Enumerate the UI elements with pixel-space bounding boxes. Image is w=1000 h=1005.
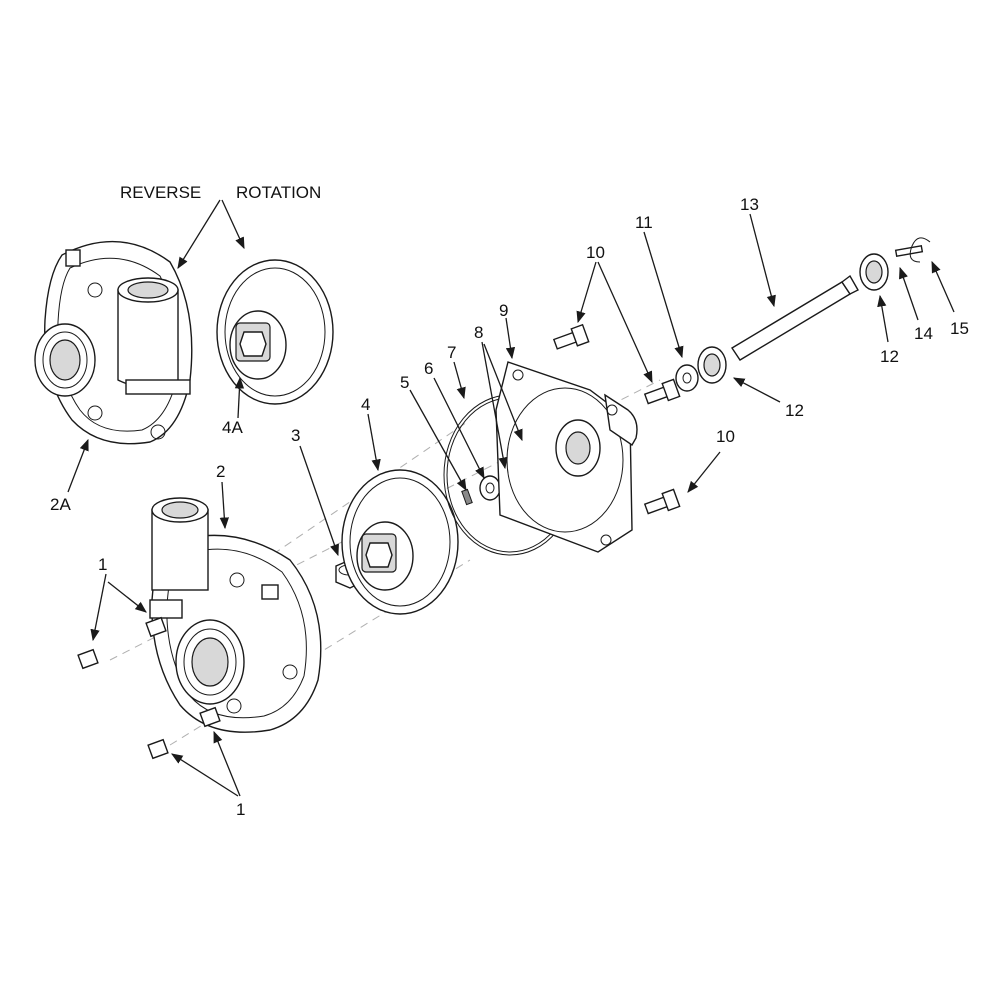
label-rotation: ROTATION <box>236 183 321 202</box>
label-14: 14 <box>914 324 933 343</box>
key <box>894 244 924 258</box>
part-labels: REVERSE ROTATION 2A 4A 2 3 4 5 6 7 8 9 1… <box>50 183 969 819</box>
pump-bracket <box>495 361 638 553</box>
retaining-ring <box>909 237 931 263</box>
leader-arrows <box>67 199 955 797</box>
label-12-rear: 12 <box>880 347 899 366</box>
label-11: 11 <box>635 213 653 232</box>
label-10-top: 10 <box>586 243 605 262</box>
bearing-rear <box>859 253 889 291</box>
reverse-impeller <box>216 259 334 405</box>
shaft <box>731 274 859 361</box>
set-screws <box>77 616 221 760</box>
label-reverse: REVERSE <box>120 183 201 202</box>
label-1-bottom: 1 <box>236 800 245 819</box>
label-12-front: 12 <box>785 401 804 420</box>
label-8: 8 <box>474 323 483 342</box>
bolts <box>552 323 681 515</box>
label-10-bottom: 10 <box>716 427 735 446</box>
label-6: 6 <box>424 359 433 378</box>
label-2: 2 <box>216 462 225 481</box>
label-4A: 4A <box>222 418 243 437</box>
impeller <box>341 469 459 615</box>
label-7: 7 <box>447 343 456 362</box>
washer <box>675 364 699 392</box>
volute-casing <box>149 497 322 733</box>
bearing-front <box>697 346 727 384</box>
reverse-volute-casing <box>34 240 193 445</box>
label-9: 9 <box>499 301 508 320</box>
label-13: 13 <box>740 195 759 214</box>
label-3: 3 <box>291 426 300 445</box>
label-2A: 2A <box>50 495 71 514</box>
label-1-top: 1 <box>98 555 107 574</box>
label-5: 5 <box>400 373 409 392</box>
label-15: 15 <box>950 319 969 338</box>
label-4: 4 <box>361 395 370 414</box>
